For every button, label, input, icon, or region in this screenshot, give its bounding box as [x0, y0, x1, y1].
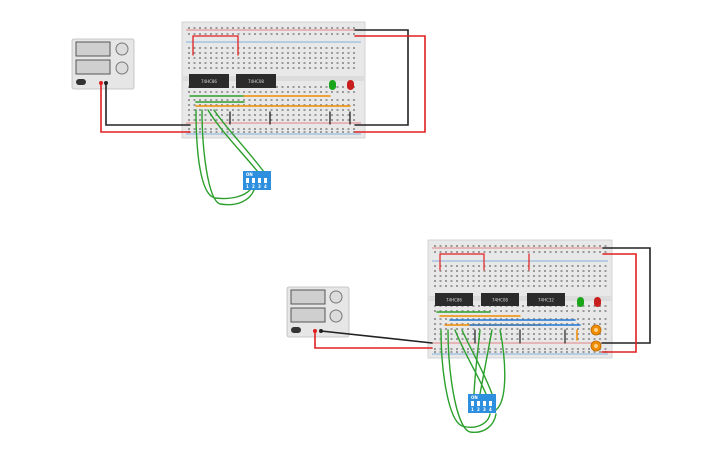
ic-chip-74hc32-bottom[interactable]: 74HC32 [527, 293, 565, 306]
led-red-top[interactable] [347, 80, 354, 90]
chip-label: 74HC32 [538, 298, 554, 303]
resistor-1[interactable] [590, 324, 602, 336]
led-red-bottom[interactable] [594, 297, 601, 307]
dip-position-1: 1 [471, 407, 474, 412]
ic-chip-74hc86-top[interactable]: 74HC86 [189, 74, 229, 88]
dip-position-4: 4 [489, 407, 492, 412]
resistor-2[interactable] [590, 340, 602, 352]
circuit-bottom: 74HC86 74HC08 74HC32 [286, 239, 651, 433]
dip-position-4: 4 [264, 184, 267, 189]
dip-switch-top[interactable]: ON 1 2 3 4 [243, 171, 271, 190]
power-switch-icon[interactable] [291, 327, 301, 333]
wires-bottom[interactable] [314, 247, 651, 433]
circuit-top: 74HC86 74HC08 [71, 21, 426, 206]
dip-switch-bottom[interactable]: ON 1 2 3 4 [468, 394, 496, 413]
dip-position-3: 3 [483, 407, 486, 412]
dip-toggle-4[interactable] [264, 178, 267, 183]
dip-toggle-2[interactable] [477, 401, 480, 406]
ic-chip-74hc08-top[interactable]: 74HC08 [236, 74, 276, 88]
led-green-top[interactable] [329, 80, 336, 90]
dip-toggle-3[interactable] [483, 401, 486, 406]
dip-position-2: 2 [252, 184, 255, 189]
dip-toggle-4[interactable] [489, 401, 492, 406]
dip-header: ON [246, 172, 253, 177]
dip-toggle-1[interactable] [246, 178, 249, 183]
dip-toggle-1[interactable] [471, 401, 474, 406]
dip-position-2: 2 [477, 407, 480, 412]
dip-toggle-2[interactable] [252, 178, 255, 183]
dip-header: ON [471, 395, 478, 400]
power-switch-icon[interactable] [76, 79, 86, 85]
dip-position-3: 3 [258, 184, 261, 189]
dip-position-1: 1 [246, 184, 249, 189]
breadboard-holes [434, 245, 607, 353]
ic-chip-74hc08-bottom[interactable]: 74HC08 [481, 293, 519, 306]
chip-label: 74HC08 [492, 298, 508, 303]
ic-chip-74hc86-bottom[interactable]: 74HC86 [435, 293, 473, 306]
power-supply-top[interactable] [71, 38, 135, 90]
breadboard-holes [188, 27, 355, 133]
current-knob-icon[interactable] [329, 309, 343, 323]
led-green-bottom[interactable] [577, 297, 584, 307]
wires-top[interactable] [100, 29, 426, 206]
current-knob-icon[interactable] [115, 61, 129, 75]
chip-label: 74HC86 [446, 298, 462, 303]
chip-label: 74HC08 [248, 79, 264, 84]
voltage-knob-icon[interactable] [329, 290, 343, 304]
dip-toggle-3[interactable] [258, 178, 261, 183]
chip-label: 74HC86 [201, 79, 217, 84]
power-supply-bottom[interactable] [286, 286, 350, 338]
voltage-knob-icon[interactable] [115, 42, 129, 56]
